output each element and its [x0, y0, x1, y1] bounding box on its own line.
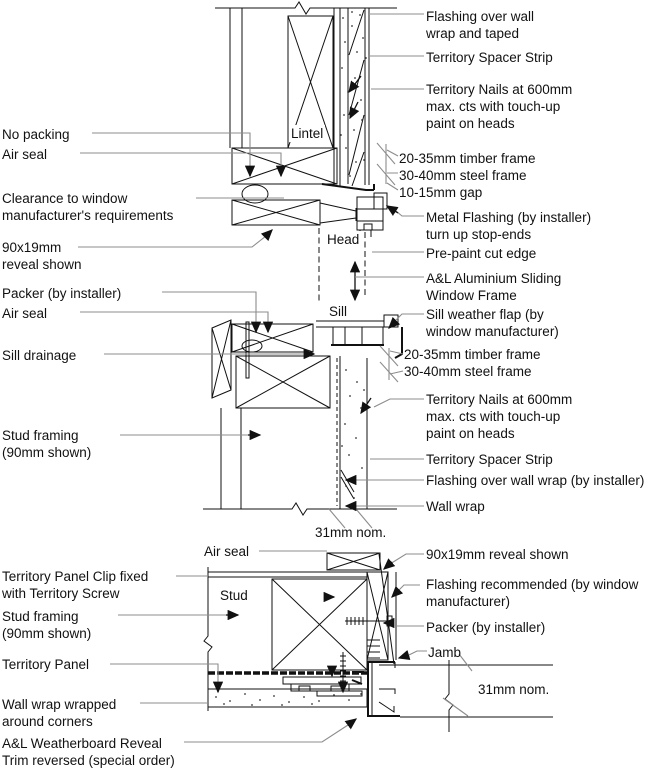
- callout-steel-frame-head: 30-40mm steel frame: [399, 168, 527, 183]
- air-seal-head-symbol: [241, 184, 269, 204]
- callout-no-packing: No packing: [2, 127, 70, 142]
- label-lintel: Lintel: [289, 125, 326, 142]
- sill-reveal-box: [231, 321, 314, 379]
- leader-lines: [78, 13, 427, 743]
- dimension-31mm-sill: 31mm nom.: [315, 525, 387, 540]
- callout-clearance: Clearance to window manufacturer's requi…: [2, 191, 174, 223]
- jamb-head-reveal-box: [326, 552, 381, 571]
- label-head: Head: [325, 231, 362, 248]
- callout-territory-panel-clip: Territory Panel Clip fixed with Territor…: [2, 569, 149, 601]
- dimension-31mm-jamb: 31mm nom.: [478, 682, 550, 697]
- callout-stud-framing-bottom: Stud framing (90mm shown): [2, 609, 92, 641]
- callout-air-seal-sill: Air seal: [2, 306, 48, 321]
- stud-box: [271, 578, 368, 671]
- callout-wall-wrap-corners: Wall wrap wrapped around corners: [2, 697, 117, 729]
- packer-screw: [345, 615, 393, 627]
- callout-territory-nails-sill: Territory Nails at 600mm max. cts with t…: [426, 392, 573, 441]
- callout-spacer-strip-head: Territory Spacer Strip: [426, 50, 553, 65]
- callout-flashing-taped: Flashing over wall wrap and taped: [426, 9, 535, 41]
- callout-spacer-strip-sill: Territory Spacer Strip: [426, 452, 553, 467]
- label-stud: Stud: [220, 588, 248, 603]
- head-frame-profile: [356, 192, 388, 237]
- head-reveal-box: [231, 199, 321, 226]
- callout-weatherboard-reveal-trim: A&L Weatherboard Reveal Trim reversed (s…: [2, 736, 175, 768]
- callout-sill-weather-flap: Sill weather flap (by window manufacture…: [426, 307, 559, 339]
- sill-packer-wedge: [211, 319, 232, 399]
- jamb-reveal-box: [366, 571, 389, 661]
- cladding-stipple-bottom: [341, 369, 365, 499]
- callout-flashing-recommended: Flashing recommended (by window manufact…: [426, 577, 639, 609]
- callout-arrows: [212, 165, 411, 730]
- callout-packer-sill: Packer (by installer): [2, 286, 122, 301]
- callout-timber-frame-head: 20-35mm timber frame: [399, 151, 536, 166]
- territory-screw: [337, 652, 349, 694]
- callout-wall-wrap: Wall wrap: [426, 499, 485, 514]
- callout-sill-drainage: Sill drainage: [2, 348, 77, 363]
- label-air-seal-plan: Air seal: [204, 544, 250, 559]
- callout-pre-paint-cut-edge: Pre-paint cut edge: [426, 246, 537, 261]
- jamb-plan-drawing: [203, 552, 553, 732]
- jamb-frame-profile: [367, 661, 553, 718]
- callout-stud-framing-top: Stud framing (90mm shown): [2, 428, 92, 460]
- head-sill-section-drawing: [203, 1, 404, 529]
- callout-packer-jamb: Packer (by installer): [426, 620, 546, 635]
- callout-territory-panel: Territory Panel: [2, 657, 90, 672]
- callout-steel-frame-sill: 30-40mm steel frame: [404, 364, 532, 379]
- jamb-dimension: [442, 653, 473, 732]
- label-sill: Sill: [327, 303, 350, 320]
- callout-flashing-over-wrap: Flashing over wall wrap (by installer): [426, 473, 645, 488]
- callout-timber-frame-sill: 20-35mm timber frame: [404, 347, 541, 362]
- callout-gap-10-15: 10-15mm gap: [399, 185, 483, 200]
- callout-metal-flashing: Metal Flashing (by installer) turn up st…: [426, 210, 592, 242]
- callout-air-seal-head: Air seal: [2, 147, 48, 162]
- cladding-stipple-top: [340, 11, 367, 177]
- callout-reveal-90x19-right: 90x19mm reveal shown: [426, 547, 569, 562]
- territory-panel-clip: [282, 676, 363, 697]
- callout-territory-nails-head: Territory Nails at 600mm max. cts with t…: [426, 82, 573, 131]
- callout-jamb: Jamb: [428, 645, 462, 660]
- callout-window-frame: A&L Aluminium Sliding Window Frame: [426, 271, 562, 303]
- callout-reveal-90x19-left: 90x19mm reveal shown: [2, 240, 82, 272]
- head-metal-flashing: [321, 183, 375, 191]
- sill-trimmer-box: [235, 355, 331, 409]
